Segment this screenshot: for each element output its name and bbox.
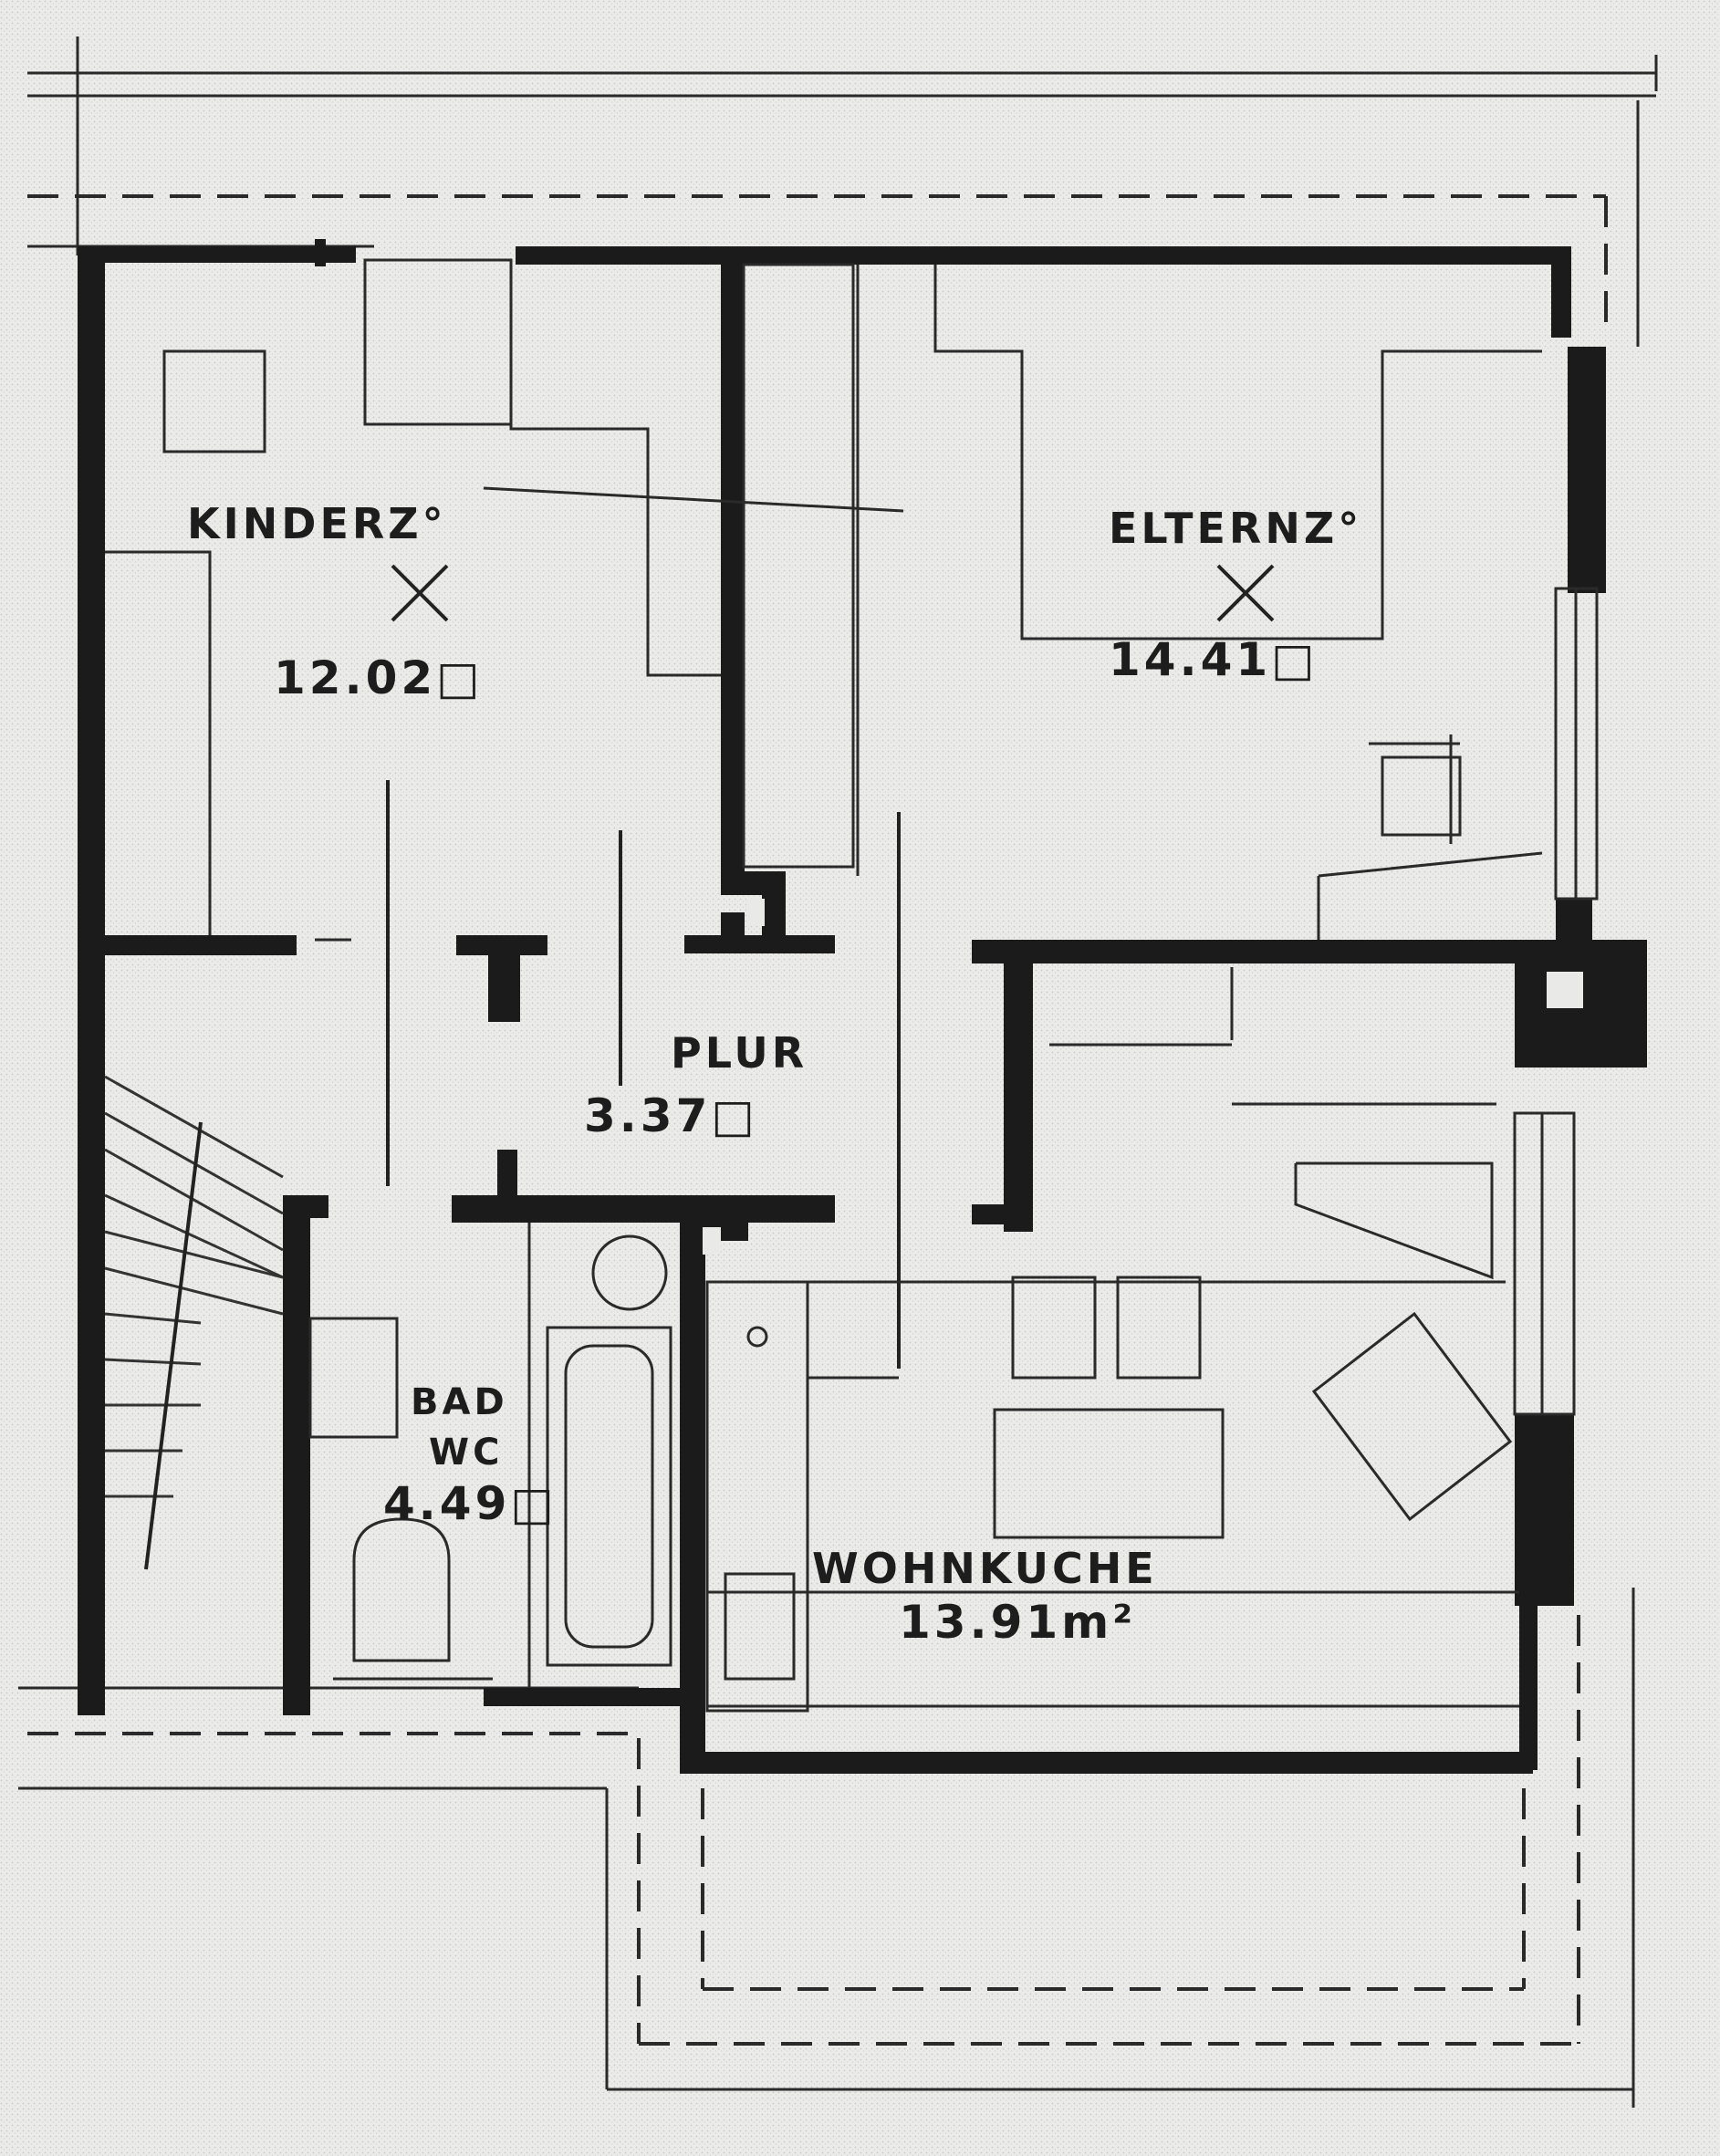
room-name-wc: WC bbox=[429, 1432, 503, 1474]
room-area-wohnkueche: 13.91m² bbox=[899, 1596, 1136, 1649]
room-area-kinder: 12.02□ bbox=[274, 651, 483, 704]
room-name-wohnkueche: WOHNKUCHE bbox=[812, 1544, 1158, 1593]
room-area-flur: 3.37□ bbox=[584, 1089, 758, 1142]
room-name-kinder: KINDERZ° bbox=[187, 499, 447, 548]
furniture bbox=[105, 258, 1543, 1713]
room-name-eltern: ELTERNZ° bbox=[1109, 504, 1362, 553]
room-name-bad: BAD bbox=[411, 1381, 508, 1423]
eave-lines bbox=[18, 36, 1658, 2108]
room-name-flur: PLUR bbox=[671, 1028, 808, 1078]
walls bbox=[78, 239, 1647, 1774]
ceiling-light-markers bbox=[391, 564, 1275, 622]
room-area-eltern: 14.41□ bbox=[1109, 633, 1318, 686]
staircase bbox=[104, 1075, 284, 1570]
room-labels: KINDERZ° 12.02□ ELTERNZ° 14.41□ PLUR 3.3… bbox=[187, 499, 1362, 1649]
windows bbox=[1513, 587, 1599, 1416]
room-area-bad: 4.49□ bbox=[383, 1477, 558, 1530]
